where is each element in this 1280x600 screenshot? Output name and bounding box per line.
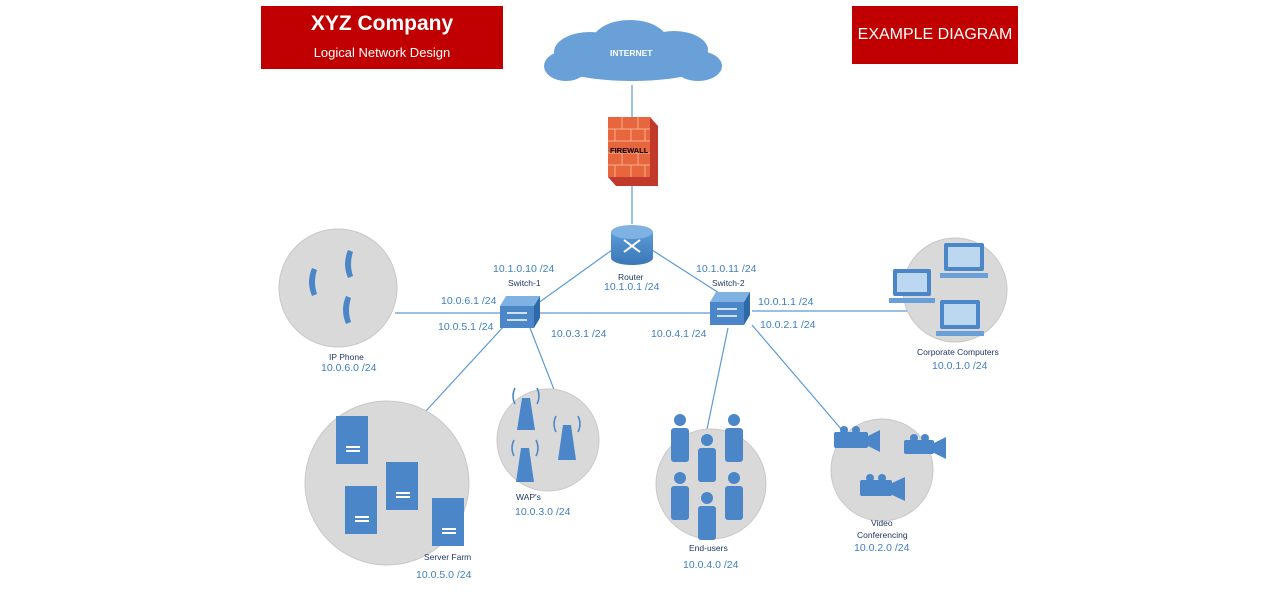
internet-label: INTERNET <box>610 48 653 58</box>
server-icon <box>336 416 464 546</box>
serverfarm-label: Server Farm <box>424 552 472 562</box>
video-label-line2: Conferencing <box>857 530 908 540</box>
ip-phone-icon <box>309 250 353 324</box>
ipphone-label: IP Phone <box>329 352 364 362</box>
switch1-ip: 10.1.0.10 /24 <box>493 263 555 275</box>
router-label: Router <box>618 272 644 282</box>
video-net: 10.0.2.0 /24 <box>854 542 910 554</box>
corporate-net: 10.0.1.0 /24 <box>932 360 988 372</box>
link-switch2-endusers <box>705 327 729 435</box>
iface-sw1-server: 10.0.5.1 /24 <box>438 321 494 333</box>
switch2-label: Switch-2 <box>712 278 745 288</box>
wap-net: 10.0.3.0 /24 <box>515 506 571 518</box>
router-icon <box>611 225 653 265</box>
ipphone-zone <box>278 228 398 348</box>
design-subtitle: Logical Network Design <box>313 45 451 60</box>
switch1-icon <box>500 296 540 328</box>
computer-icon <box>889 243 988 336</box>
link-router-switch2 <box>651 249 731 301</box>
example-badge: EXAMPLE DIAGRAM <box>852 6 1018 64</box>
link-switch1-wap <box>529 327 556 393</box>
switch1-label: Switch-1 <box>508 278 541 288</box>
video-camera-icon <box>834 426 946 501</box>
firewall-label: FIREWALL <box>610 146 649 155</box>
iface-sw1-phone: 10.0.6.1 /24 <box>441 295 497 307</box>
internet-cloud-icon <box>544 20 722 81</box>
connection-lines <box>395 85 908 435</box>
wireless-ap-icon <box>511 387 581 482</box>
link-switch2-video <box>751 324 843 431</box>
iface-sw2-corporate: 10.0.1.1 /24 <box>758 296 814 308</box>
iface-sw2-endusers: 10.0.4.1 /24 <box>651 328 707 340</box>
link-switch1-server <box>424 324 506 413</box>
iface-sw2-video: 10.0.2.1 /24 <box>760 319 816 331</box>
endusers-net: 10.0.4.0 /24 <box>683 559 739 571</box>
firewall-icon <box>608 117 658 186</box>
switch2-ip: 10.1.0.11 /24 <box>696 263 757 275</box>
endusers-label: End-users <box>689 543 728 553</box>
serverfarm-net: 10.0.5.0 /24 <box>416 569 472 581</box>
corporate-label: Corporate Computers <box>917 347 999 357</box>
wap-zone <box>496 388 600 492</box>
wap-label: WAP's <box>516 492 541 502</box>
switch2-icon <box>710 292 750 325</box>
company-name: XYZ Company <box>310 12 454 35</box>
router-ip: 10.1.0.1 /24 <box>604 281 660 293</box>
title-banner: XYZ Company Logical Network Design <box>261 6 503 69</box>
link-router-switch1 <box>533 249 613 307</box>
video-label-line1: Video <box>871 518 893 528</box>
end-users-icon <box>671 414 743 540</box>
iface-sw1-wap: 10.0.3.1 /24 <box>551 328 607 340</box>
ipphone-net: 10.0.6.0 /24 <box>321 362 377 374</box>
